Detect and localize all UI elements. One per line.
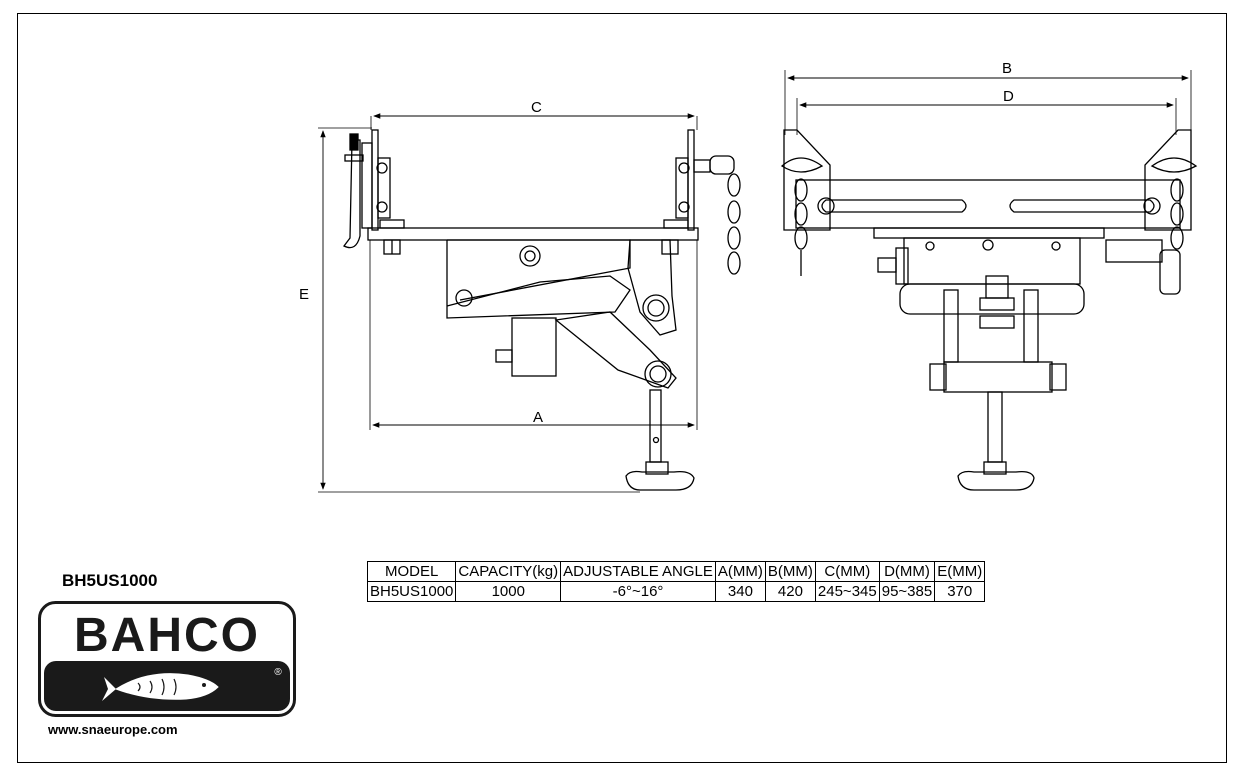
header-model: MODEL — [366, 561, 457, 582]
cell-capacity: 1000 — [455, 581, 562, 602]
website-url: www.snaeurope.com — [48, 722, 178, 737]
bahco-logo: BAHCO ® — [38, 601, 296, 717]
header-b: B(MM) — [764, 561, 816, 582]
header-c: C(MM) — [814, 561, 880, 582]
drawing-frame — [17, 13, 1227, 763]
cell-b: 420 — [764, 581, 816, 602]
dim-label-c: C — [531, 99, 542, 116]
header-angle: ADJUSTABLE ANGLE — [560, 561, 716, 582]
front-view — [780, 70, 1198, 491]
model-code: BH5US1000 — [62, 571, 158, 590]
fish-icon — [102, 673, 219, 701]
cell-a: 340 — [714, 581, 766, 602]
header-d: D(MM) — [878, 561, 936, 582]
dim-label-b: B — [1002, 60, 1012, 77]
table-header-row: MODEL CAPACITY(kg) ADJUSTABLE ANGLE A(MM… — [366, 561, 986, 582]
dim-label-d: D — [1003, 88, 1014, 105]
dim-label-e: E — [299, 286, 309, 303]
table-row: BH5US1000 1000 -6°~16° 340 420 245~345 9… — [366, 581, 986, 602]
cell-d: 95~385 — [878, 581, 936, 602]
header-e: E(MM) — [934, 561, 986, 582]
header-capacity: CAPACITY(kg) — [455, 561, 562, 582]
dim-label-a: A — [533, 409, 543, 426]
side-view — [318, 113, 741, 493]
cell-c: 245~345 — [814, 581, 880, 602]
cell-angle: -6°~16° — [560, 581, 716, 602]
header-a: A(MM) — [714, 561, 766, 582]
logo-text: BAHCO — [74, 609, 260, 662]
cell-model: BH5US1000 — [366, 581, 457, 602]
spec-table: MODEL CAPACITY(kg) ADJUSTABLE ANGLE A(MM… — [366, 561, 986, 602]
registered-mark: ® — [274, 667, 282, 678]
cell-e: 370 — [934, 581, 986, 602]
